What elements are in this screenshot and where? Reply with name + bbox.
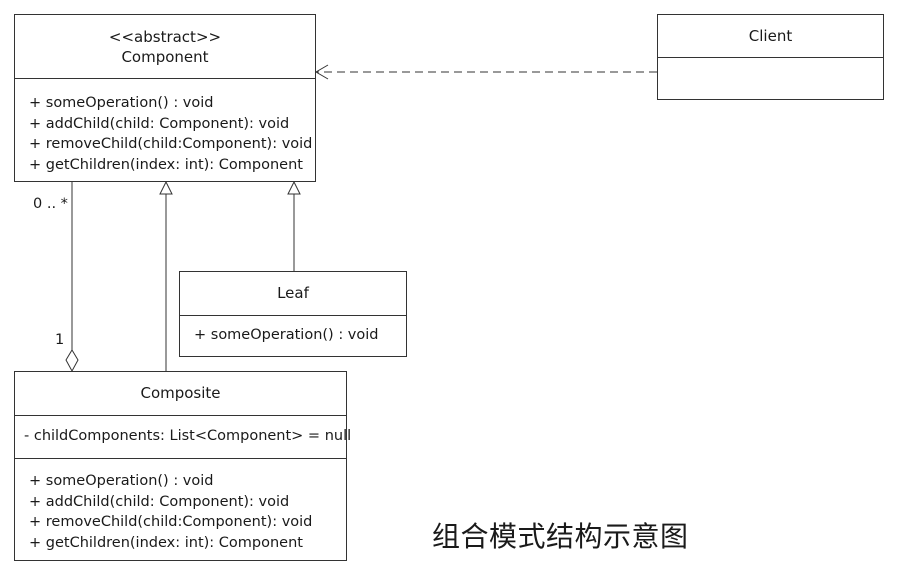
composite-operation: + getChildren(index: int): Component [29, 534, 303, 551]
component-class: <<abstract>> Component + someOperation()… [14, 14, 316, 182]
component-operation: + someOperation() : void [29, 95, 214, 111]
multiplicity-one: 1 [55, 332, 65, 348]
component-operation: + removeChild(child:Component): void [29, 136, 313, 153]
composite-operation: + addChild(child: Component): void [29, 493, 290, 510]
composite-attribute: - childComponents: List<Component> = nul… [24, 428, 352, 444]
component-operations: + someOperation() : void + addChild(chil… [15, 78, 315, 181]
leaf-name: Leaf [277, 284, 309, 302]
leaf-operations: + someOperation() : void [180, 315, 406, 356]
aggregation-diamond [65, 349, 79, 373]
client-body [658, 57, 883, 99]
composite-operation: + someOperation() : void [29, 473, 214, 489]
leaf-class: Leaf + someOperation() : void [179, 271, 407, 357]
component-name: Component [121, 48, 209, 66]
composite-class: Composite - childComponents: List<Compon… [14, 371, 352, 561]
client-name: Client [748, 27, 793, 45]
composite-operations: + someOperation() : void + addChild(chil… [15, 458, 346, 560]
component-operation: + addChild(child: Component): void [29, 115, 290, 132]
composite-generalization-arrowhead [159, 180, 173, 195]
client-class: Client [657, 14, 884, 100]
leaf-generalization-arrowhead [287, 180, 301, 195]
component-operation: + getChildren(index: int): Component [29, 156, 303, 173]
composite-attributes: - childComponents: List<Component> = nul… [15, 415, 352, 458]
component-header: <<abstract>> Component [15, 15, 315, 78]
composite-operation: + removeChild(child:Component): void [29, 514, 313, 531]
dependency-arrowhead [315, 64, 329, 80]
diagram-caption: 组合模式结构示意图 [432, 520, 689, 553]
leaf-operation: + someOperation() : void [194, 327, 379, 343]
multiplicity-many: 0 .. * [33, 196, 68, 212]
component-stereotype: <<abstract>> [108, 28, 222, 46]
composite-name: Composite [140, 384, 221, 402]
